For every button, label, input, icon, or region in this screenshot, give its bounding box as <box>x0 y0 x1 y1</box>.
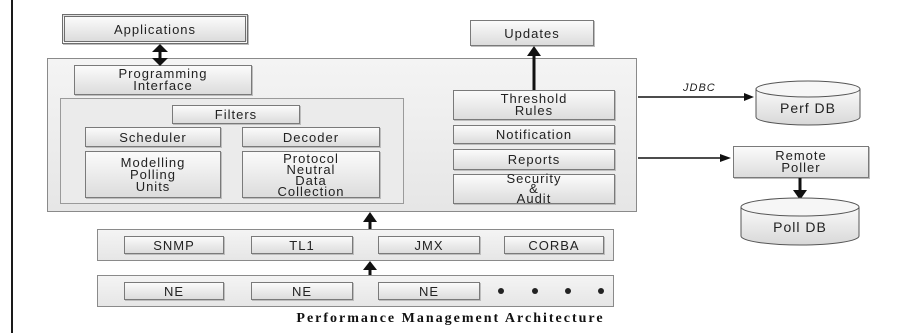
security-audit-box: Security & Audit <box>453 172 615 205</box>
ellipsis-dot <box>565 288 571 294</box>
decoder-box: Decoder <box>242 127 380 147</box>
arrow-threshold-updates <box>527 46 541 90</box>
arrow-applications-interface <box>152 44 168 66</box>
protocol-box-jmx: JMX <box>378 236 480 254</box>
ellipsis-dot <box>532 288 538 294</box>
protocol-box-tl1: TL1 <box>251 236 353 254</box>
ellipsis-dot <box>598 288 604 294</box>
updates-box: Updates <box>470 20 594 46</box>
diagram-frame <box>11 0 901 333</box>
reports-box: Reports <box>453 149 615 170</box>
arrow-poller-poll-db <box>793 178 807 200</box>
notification-box: Notification <box>453 125 615 144</box>
arrow-protocols-core <box>363 212 377 229</box>
poll-db-cylinder <box>740 197 860 246</box>
protocol-neutral-data-collection-box: Protocol Neutral Data Collection <box>242 151 380 198</box>
applications-box: Applications <box>62 14 248 44</box>
filters-box: Filters <box>172 105 300 124</box>
ellipsis-dot <box>498 288 504 294</box>
network-element-box: NE <box>378 282 480 300</box>
poll-db-label: Poll DB <box>773 219 827 235</box>
arrow-ne-protocols <box>363 261 377 275</box>
remote-poller-box: Remote Poller <box>733 146 869 178</box>
network-element-box: NE <box>124 282 224 300</box>
perf-db-cylinder <box>755 80 861 126</box>
protocol-box-snmp: SNMP <box>124 236 224 254</box>
programming-interface-box: Programming Interface <box>74 65 252 95</box>
arrow-jdbc-perf-db <box>638 93 754 101</box>
perf-db-label: Perf DB <box>779 100 836 116</box>
modelling-polling-units-box: Modelling Polling Units <box>85 151 221 198</box>
scheduler-box: Scheduler <box>85 127 221 147</box>
jdbc-label: JDBC <box>683 82 716 94</box>
network-element-box: NE <box>251 282 353 300</box>
arrow-core-remote-poller <box>638 154 731 162</box>
protocol-box-corba: CORBA <box>504 236 604 254</box>
threshold-rules-box: Threshold Rules <box>453 90 615 120</box>
diagram-caption: Performance Management Architecture <box>296 311 605 326</box>
